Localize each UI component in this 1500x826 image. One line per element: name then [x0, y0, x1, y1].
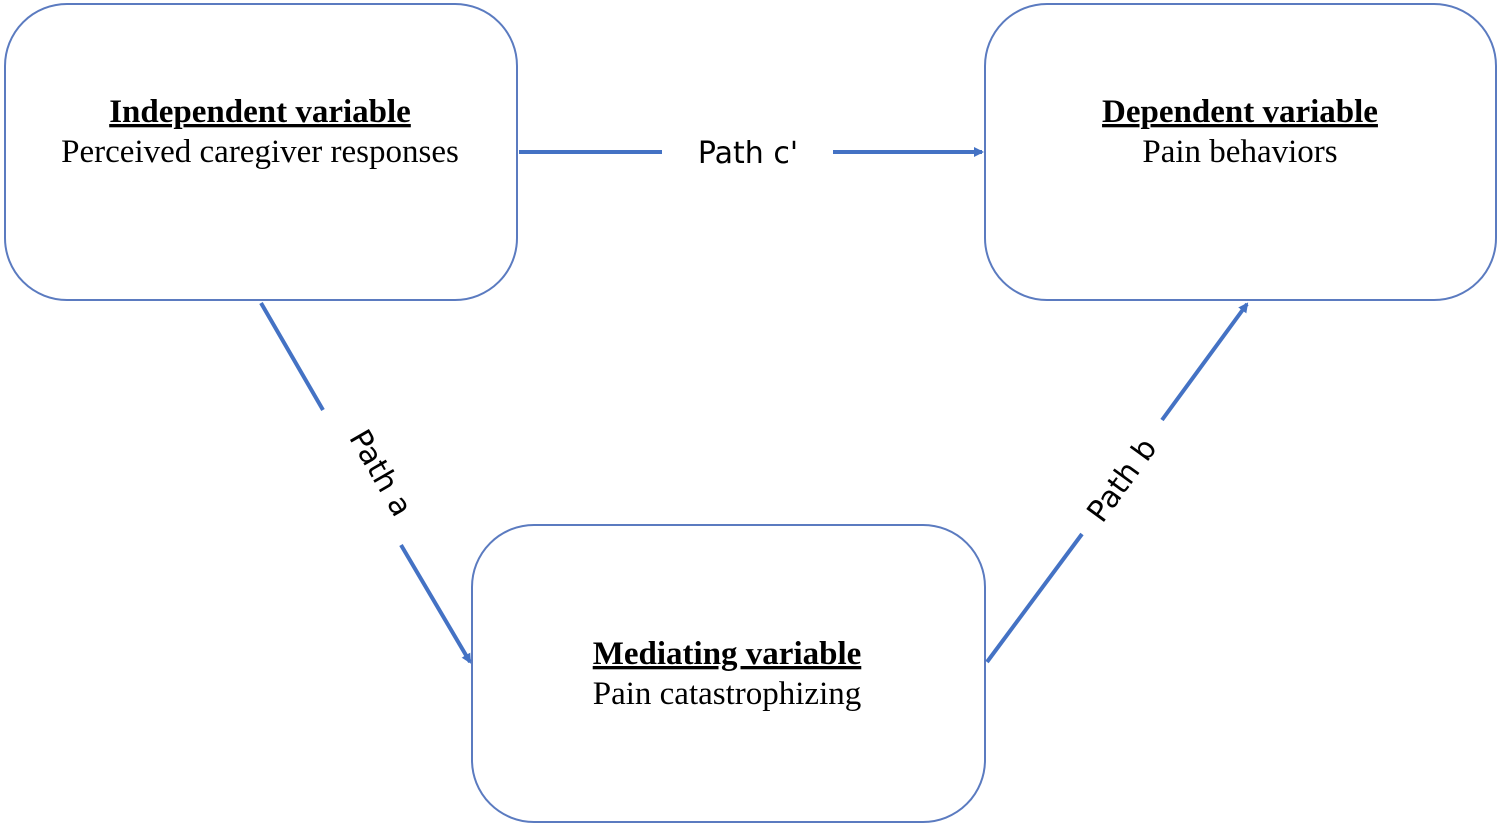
dependent-variable-box [984, 3, 1497, 301]
path-b-edge: Path b [985, 302, 1249, 664]
dependent-variable-title: Dependent variable [1102, 94, 1378, 130]
path-a-line-start [259, 301, 325, 412]
path-a-label: Path a [342, 424, 419, 523]
path-c-prime-label: Path c' [698, 136, 798, 171]
independent-variable-box [4, 3, 518, 301]
path-c-prime-edge: Path c' [519, 136, 984, 171]
path-b-line-start [985, 532, 1084, 664]
path-b-arrow [1160, 302, 1249, 422]
dependent-variable-node: Dependent variable Pain behaviors [984, 3, 1497, 301]
mediating-variable-title: Mediating variable [593, 636, 862, 672]
mediating-variable-box [471, 524, 986, 823]
mediating-variable-node: Mediating variable Pain catastrophizing [471, 524, 986, 823]
path-a-arrow [399, 543, 472, 664]
independent-variable-node: Independent variable Perceived caregiver… [4, 3, 518, 301]
independent-variable-subtitle: Perceived caregiver responses [61, 134, 459, 170]
path-b-label: Path b [1080, 432, 1164, 529]
mediating-variable-subtitle: Pain catastrophizing [593, 676, 862, 712]
path-a-edge: Path a [259, 301, 472, 664]
independent-variable-title: Independent variable [109, 94, 411, 130]
dependent-variable-subtitle: Pain behaviors [1142, 134, 1337, 170]
